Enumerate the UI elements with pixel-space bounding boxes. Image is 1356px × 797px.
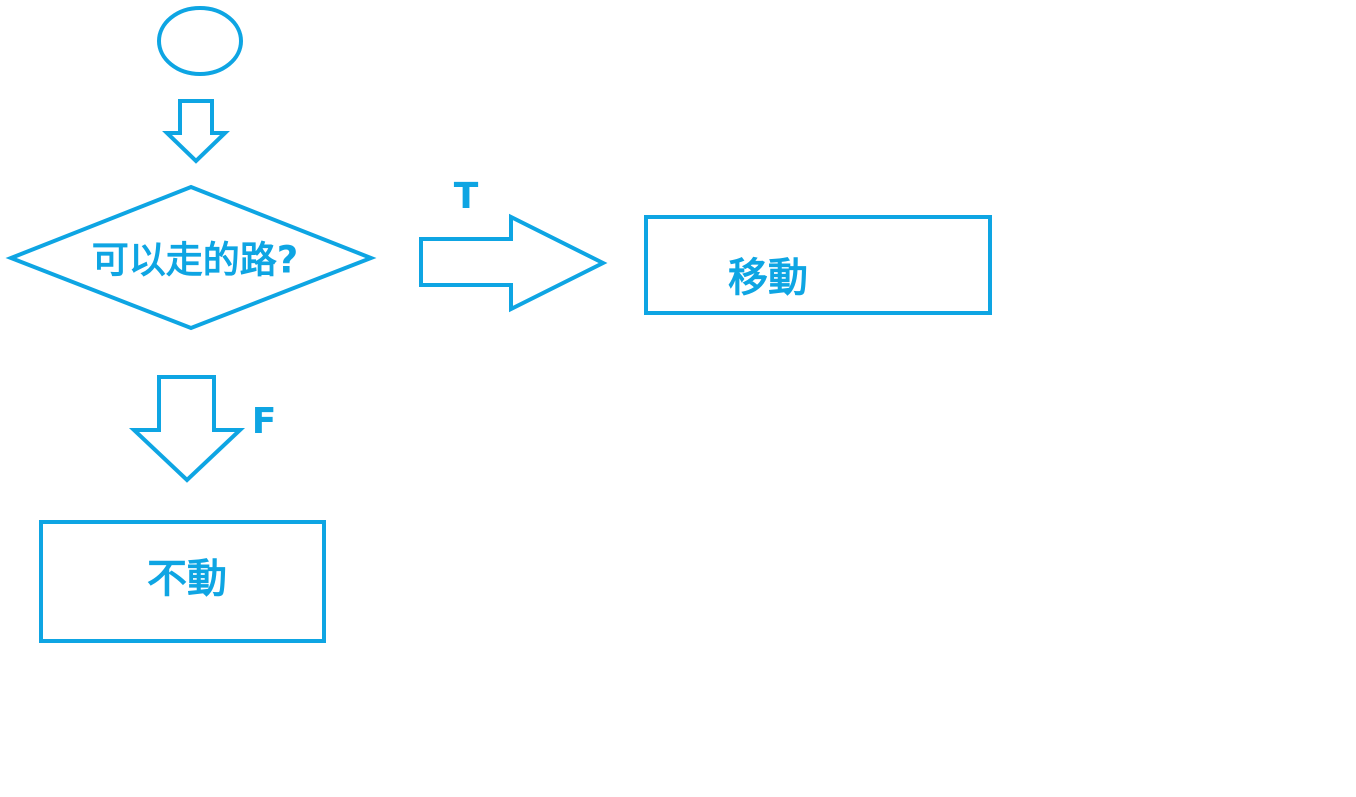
decision-label: 可以走的路? [92, 239, 298, 282]
true-action-label: 移動 [728, 255, 808, 301]
start-terminal [157, 6, 243, 76]
true-action-box [644, 215, 992, 315]
false-branch-label: F [252, 401, 277, 442]
false-branch-arrow [128, 375, 246, 483]
true-branch-arrow [419, 213, 608, 313]
start-to-decision-arrow [162, 99, 230, 164]
decision-diamond [5, 184, 377, 331]
false-action-label: 不動 [147, 556, 227, 602]
true-branch-label: T [454, 176, 479, 217]
false-action-box [39, 520, 326, 643]
